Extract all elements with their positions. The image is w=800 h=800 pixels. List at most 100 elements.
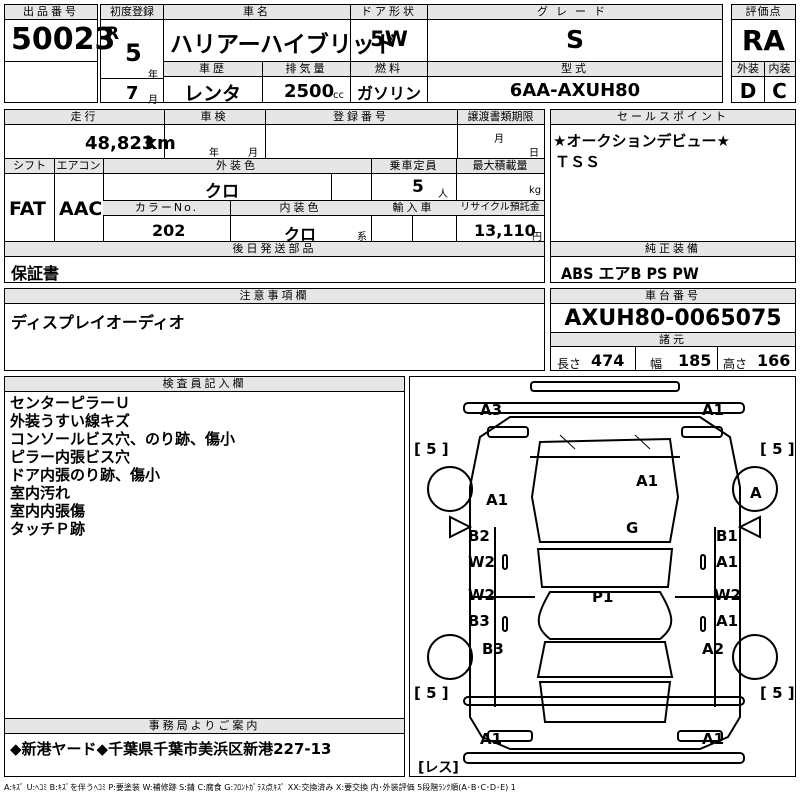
recycle-unit: 円: [532, 232, 542, 243]
lot-number-cell: 出品番号 50023: [4, 4, 115, 62]
car-diagram: [ 5 ] [ 5 ] [ 5 ] [ 5 ] A3 A1 A1 A1 A G …: [409, 376, 796, 777]
displacement-label: 排気量: [263, 62, 350, 77]
fuel-cell: 燃料 ガソリン: [350, 61, 428, 103]
door-value: 5W: [370, 27, 408, 51]
ext-color-label: 外装色: [103, 159, 372, 174]
damage-a1-fender-left: A1: [486, 491, 509, 509]
chassis-value: AXUH80-0065075: [564, 306, 782, 331]
recycle-label: リサイクル預託金: [456, 201, 544, 216]
int-grade: C: [772, 79, 787, 103]
mileage-unit: km: [145, 133, 176, 154]
ext-int-cell: 外装 内装 D C: [731, 61, 796, 103]
damage-a1-hood: A1: [636, 472, 659, 490]
car-name-label: 車名: [164, 5, 350, 20]
later-parts-value: 保証書: [11, 264, 60, 283]
damage-a3: A3: [480, 401, 503, 419]
damage-p1-roof: P1: [592, 588, 614, 606]
sales-point-cell: セールスポイント ★オークションデビュー★ ＴＳＳ: [550, 109, 796, 242]
grade-cell: グレード S: [427, 4, 723, 62]
door-label: ドア形状: [351, 5, 427, 20]
inspector-line: コンソールビス穴、のり跡、傷小: [10, 430, 236, 448]
damage-w2-rear-right: W2: [714, 586, 741, 604]
inspector-line: ドア内張のり跡、傷小: [10, 466, 161, 484]
year-unit: 年: [148, 70, 158, 81]
lot-number-label: 出品番号: [5, 5, 97, 20]
capacity-unit: 人: [438, 189, 448, 200]
history-value: レンタ: [184, 83, 242, 105]
reg-year: 5: [125, 39, 142, 67]
deadline-month-unit: 月: [494, 134, 504, 145]
tire-front-left: [ 5 ]: [414, 440, 449, 458]
car-name-cell: 車名 ハリアーハイブリッド: [163, 4, 398, 62]
legend: A:ｷｽﾞ U:ﾍｺﾐ B:ｷｽﾞを伴うﾍｺﾐ P:要塗装 W:補修跡 S:錆 …: [4, 783, 516, 792]
ext-grade: D: [739, 79, 757, 103]
model-value: 6AA-AXUH80: [509, 80, 641, 101]
ac-value: AAC: [59, 198, 103, 220]
sales-point-line-2: ＴＳＳ: [555, 153, 601, 171]
later-parts-label: 後日発送部品: [5, 242, 544, 257]
inspection-month-unit: 月: [248, 148, 258, 159]
length-value: 474: [591, 351, 625, 370]
damage-w2-rear-left: W2: [468, 586, 495, 604]
max-load-unit: kg: [529, 185, 542, 196]
ext-color-value: クロ: [205, 182, 239, 202]
office-cell: 事務局よりご案内 ◆新港ヤード◆千葉県千葉市美浜区新港227-13: [4, 718, 405, 777]
model-label: 型式: [428, 62, 722, 77]
inspector-line: ピラー内張ビス穴: [10, 448, 131, 466]
inspector-notes: センターピラーＵ 外装うすい線キズ コンソールビス穴、のり跡、傷小 ピラー内張ビ…: [10, 394, 235, 538]
width-value: 185: [678, 351, 712, 370]
inspection-year-unit: 年: [209, 148, 219, 159]
mileage-value: 48,823: [85, 133, 155, 154]
grade-label: グレード: [428, 5, 722, 20]
history-label: 車歴: [164, 62, 262, 77]
int-color-label: 内装色: [230, 201, 372, 216]
fuel-value: ガソリン: [356, 84, 421, 103]
color-no-value: 202: [152, 221, 186, 240]
sales-point-label: セールスポイント: [551, 110, 795, 125]
inspector-line: 室内汚れ: [10, 484, 71, 502]
int-grade-label: 内装: [764, 62, 795, 77]
recycle-value: 13,110: [474, 221, 536, 240]
tire-front-right: [ 5 ]: [760, 440, 795, 458]
shift-label: シフト: [5, 159, 55, 174]
info-block: 走行 車検 登録番号 譲渡書類期限 48,823 km 年 月 月 日 シフト …: [4, 109, 545, 244]
chassis-cell: 車台番号 AXUH80-0065075 諸元 長さ 474 幅 185 高さ 1…: [550, 288, 796, 371]
int-color-unit: 系: [357, 232, 367, 243]
damage-b3-quarter-left: B3: [482, 640, 504, 658]
inspector-line: 室内内張傷: [10, 502, 86, 520]
length-label: 長さ: [557, 357, 582, 371]
score-label: 評価点: [732, 5, 795, 20]
car-name: ハリアーハイブリッド: [170, 32, 398, 58]
inspector-line: タッチＰ跡: [10, 520, 86, 538]
inspector-cell: 検査員記入欄 センターピラーＵ 外装うすい線キズ コンソールビス穴、のり跡、傷小…: [4, 376, 405, 719]
grade-value: S: [565, 25, 584, 54]
era: R: [106, 24, 120, 44]
height-value: 166: [757, 351, 791, 370]
fuel-label: 燃料: [351, 62, 427, 77]
ac-label: エアコン: [54, 159, 104, 174]
office-label: 事務局よりご案内: [5, 719, 404, 734]
notes-cell: 注意事項欄 ディスプレイオーディオ: [4, 288, 545, 371]
damage-a1-rear-right: A1: [716, 612, 739, 630]
int-color-value: クロ: [284, 225, 317, 244]
mileage-label: 走行: [5, 110, 165, 125]
tire-rear-left: [ 5 ]: [414, 684, 449, 702]
chassis-label: 車台番号: [551, 289, 795, 304]
displacement-cell: 排気量 2500 cc: [262, 61, 351, 103]
first-registration-label: 初度登録: [101, 5, 163, 20]
car-outline: [427, 381, 778, 764]
damage-a-fender-right: A: [750, 484, 762, 502]
first-registration-cell: 初度登録 R 5 年 7 月: [100, 4, 164, 106]
damage-b1: B1: [716, 527, 738, 545]
door-cell: ドア形状 5W: [350, 4, 428, 62]
later-parts-cell: 後日発送部品 保証書: [4, 241, 545, 283]
damage-b3-door-left: B3: [468, 612, 490, 630]
equipment-cell: 純正装備 ABS エアB PS PW: [550, 241, 796, 283]
shift-value: FAT: [9, 198, 46, 220]
damage-g-windshield: G: [626, 519, 639, 537]
width-label: 幅: [650, 357, 663, 371]
deadline-day-unit: 日: [529, 148, 539, 159]
month-unit: 月: [148, 95, 158, 106]
inspector-line: 外装うすい線キズ: [10, 412, 131, 430]
deadline-label: 譲渡書類期限: [457, 110, 544, 125]
